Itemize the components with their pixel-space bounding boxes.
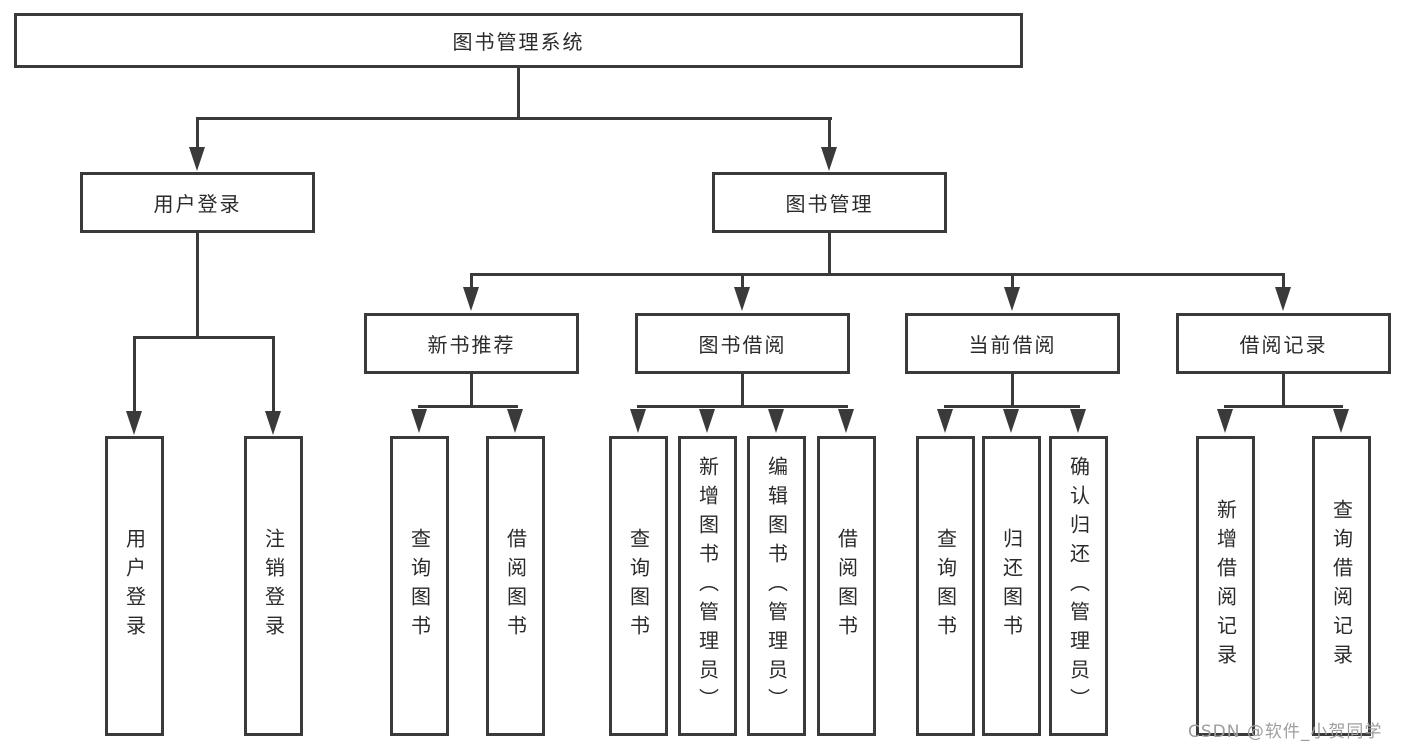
- connector-line: [1011, 374, 1014, 408]
- leaf-query-books-current: 查询图书: [916, 436, 975, 736]
- leaf-borrow-books-recommendation: 借阅图书: [486, 436, 545, 736]
- leaf-add-books-admin: 新增图书（管理员）: [678, 436, 737, 736]
- node-new-book-recommendation-label: 新书推荐: [427, 333, 516, 357]
- arrow-down-icon: [768, 409, 784, 433]
- leaf-add-books-admin-label: 新增图书（管理员）: [695, 455, 720, 717]
- connector-line: [133, 336, 136, 413]
- arrow-down-icon: [1333, 409, 1349, 433]
- arrow-down-icon: [1275, 287, 1291, 311]
- connector-line: [828, 233, 831, 276]
- leaf-query-borrow-record: 查询借阅记录: [1312, 436, 1371, 736]
- node-library-system-label: 图书管理系统: [452, 30, 585, 54]
- node-user-login: 用户登录: [80, 172, 315, 233]
- connector-line: [272, 336, 275, 413]
- leaf-edit-books-admin: 编辑图书（管理员）: [747, 436, 806, 736]
- node-book-management: 图书管理: [712, 172, 947, 233]
- leaf-borrow-books-borrowing: 借阅图书: [817, 436, 876, 736]
- leaf-query-books-recommendation: 查询图书: [390, 436, 449, 736]
- connector-line: [418, 405, 518, 408]
- arrow-down-icon: [1004, 287, 1020, 311]
- arrow-down-icon: [126, 411, 142, 435]
- connector-line: [196, 117, 832, 120]
- node-borrowing-records-label: 借阅记录: [1239, 333, 1328, 357]
- leaf-return-books-label: 归还图书: [999, 528, 1024, 644]
- connector-line: [828, 117, 831, 149]
- leaf-add-borrow-record-label: 新增借阅记录: [1213, 499, 1238, 673]
- leaf-query-books-borrowing-label: 查询图书: [626, 528, 651, 644]
- node-current-borrowing-label: 当前借阅: [968, 333, 1057, 357]
- node-book-management-label: 图书管理: [785, 192, 874, 216]
- connector-line: [741, 374, 744, 408]
- leaf-borrow-books-recommendation-label: 借阅图书: [503, 528, 528, 644]
- leaf-borrow-books-borrowing-label: 借阅图书: [834, 528, 859, 644]
- connector-line: [470, 273, 473, 289]
- connector-line: [1282, 374, 1285, 408]
- leaf-query-borrow-record-label: 查询借阅记录: [1329, 499, 1354, 673]
- arrow-down-icon: [265, 411, 281, 435]
- leaf-logout: 注销登录: [244, 436, 303, 736]
- arrow-down-icon: [734, 287, 750, 311]
- arrow-down-icon: [1003, 409, 1019, 433]
- arrow-down-icon: [699, 409, 715, 433]
- arrow-down-icon: [1217, 409, 1233, 433]
- connector-line: [470, 273, 1285, 276]
- arrow-down-icon: [189, 147, 205, 171]
- arrow-down-icon: [937, 409, 953, 433]
- node-book-borrowing: 图书借阅: [635, 313, 850, 374]
- leaf-user-login-label: 用户登录: [122, 528, 147, 644]
- leaf-edit-books-admin-label: 编辑图书（管理员）: [764, 455, 789, 717]
- connector-line: [637, 405, 848, 408]
- connector-line: [133, 336, 275, 339]
- node-current-borrowing: 当前借阅: [905, 313, 1120, 374]
- node-book-borrowing-label: 图书借阅: [698, 333, 787, 357]
- leaf-confirm-return-admin: 确认归还（管理员）: [1049, 436, 1108, 736]
- arrow-down-icon: [411, 409, 427, 433]
- node-new-book-recommendation: 新书推荐: [364, 313, 579, 374]
- leaf-query-books-current-label: 查询图书: [933, 528, 958, 644]
- arrow-down-icon: [838, 409, 854, 433]
- node-borrowing-records: 借阅记录: [1176, 313, 1391, 374]
- leaf-add-borrow-record: 新增借阅记录: [1196, 436, 1255, 736]
- connector-line: [517, 68, 520, 120]
- arrow-down-icon: [1070, 409, 1086, 433]
- watermark: CSDN @软件_小贺同学: [1188, 722, 1383, 742]
- connector-line: [1282, 273, 1285, 289]
- node-library-system: 图书管理系统: [14, 13, 1023, 68]
- node-user-login-label: 用户登录: [153, 192, 242, 216]
- leaf-return-books: 归还图书: [982, 436, 1041, 736]
- leaf-query-books-borrowing: 查询图书: [609, 436, 668, 736]
- arrow-down-icon: [630, 409, 646, 433]
- connector-line: [1011, 273, 1014, 289]
- connector-line: [196, 117, 199, 149]
- connector-line: [1224, 405, 1343, 408]
- connector-line: [470, 374, 473, 408]
- arrow-down-icon: [463, 287, 479, 311]
- leaf-confirm-return-admin-label: 确认归还（管理员）: [1066, 455, 1091, 717]
- leaf-logout-label: 注销登录: [261, 528, 286, 644]
- leaf-query-books-recommendation-label: 查询图书: [407, 528, 432, 644]
- arrow-down-icon: [507, 409, 523, 433]
- arrow-down-icon: [821, 147, 837, 171]
- leaf-user-login: 用户登录: [105, 436, 164, 736]
- connector-line: [741, 273, 744, 289]
- connector-line: [196, 233, 199, 339]
- connector-line: [944, 405, 1080, 408]
